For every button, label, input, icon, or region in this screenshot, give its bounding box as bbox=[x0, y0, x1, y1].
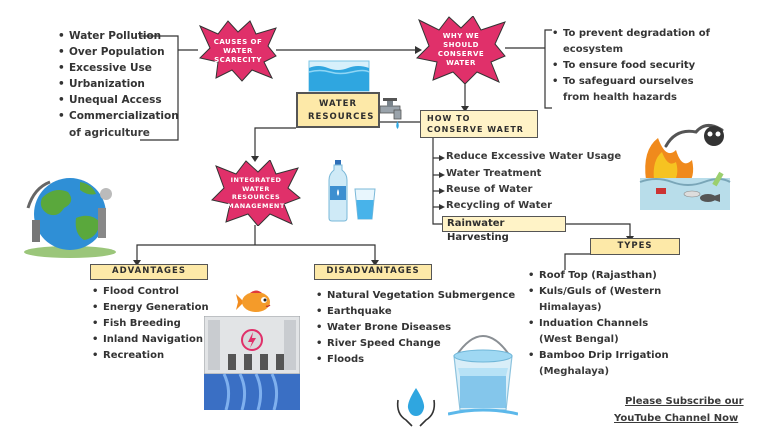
why-list: To prevent degradation of bbox=[552, 26, 710, 42]
why-list-continuation: from health hazards bbox=[563, 92, 677, 103]
how-conserve-node: HOW TO CONSERVE WAETR bbox=[420, 110, 538, 138]
types-label: TYPES bbox=[617, 241, 653, 251]
types-list-continuation: (West Bengal) bbox=[539, 334, 619, 345]
water-bottle-icon bbox=[328, 160, 348, 222]
water-drop-hands-icon bbox=[394, 386, 438, 428]
rainwater-harvesting-box: Rainwater Harvesting bbox=[442, 216, 566, 243]
how-item: Recycling of Water bbox=[446, 200, 553, 211]
pollution-icon bbox=[636, 120, 732, 212]
list-item: Floods bbox=[316, 352, 515, 368]
list-item: Flood Control bbox=[92, 284, 209, 300]
list-item: Natural Vegetation Submergence bbox=[316, 288, 515, 304]
subscribe-text-line1: Please Subscribe our bbox=[625, 396, 744, 407]
advantages-list: Flood Control Energy Generation Fish Bre… bbox=[92, 284, 209, 364]
list-item: Water Pollution bbox=[58, 28, 179, 44]
list-item: To safeguard ourselves bbox=[552, 74, 695, 90]
dam-icon bbox=[203, 315, 301, 411]
water-resources-node: WATER RESOURCES bbox=[296, 92, 380, 128]
why-conserve-node: WHY WE SHOULD CONSERVE WATER bbox=[415, 16, 507, 84]
water-tank-icon bbox=[308, 60, 370, 92]
list-item: Earthquake bbox=[316, 304, 515, 320]
starburst-shape bbox=[199, 20, 277, 82]
list-item: Recreation bbox=[92, 348, 209, 364]
rainwater-harvesting-label: Rainwater Harvesting bbox=[447, 218, 509, 243]
why-list-more: To ensure food security To safeguard our… bbox=[552, 58, 695, 90]
how-item: Reuse of Water bbox=[446, 184, 533, 195]
disadvantages-list: Natural Vegetation Submergence Earthquak… bbox=[316, 288, 515, 368]
list-item: Urbanization bbox=[58, 76, 179, 92]
water-glass-icon bbox=[354, 188, 376, 220]
water-tap-icon bbox=[378, 96, 410, 132]
types-list-more: Induation Channels bbox=[528, 316, 648, 332]
list-item: Water Brone Diseases bbox=[316, 320, 515, 336]
iwrm-label: INTEGRATED WATER RESOURCES MANAGEMENT bbox=[227, 176, 285, 210]
starburst-shape bbox=[415, 16, 506, 84]
disadvantages-node: DISADVANTAGES bbox=[314, 264, 432, 280]
list-item: Bamboo Drip Irrigation bbox=[528, 348, 669, 364]
subscribe-text-line2: YouTube Channel Now bbox=[614, 413, 739, 424]
list-item: Kuls/Guls of (Western bbox=[528, 284, 661, 300]
list-item: To prevent degradation of bbox=[552, 26, 710, 42]
how-item: Water Treatment bbox=[446, 168, 542, 179]
types-list-continuation: Himalayas) bbox=[539, 302, 602, 313]
how-item: Reduce Excessive Water Usage bbox=[446, 151, 622, 162]
water-resources-label: WATER RESOURCES bbox=[308, 99, 375, 122]
list-item: Energy Generation bbox=[92, 300, 209, 316]
types-list: Roof Top (Rajasthan) Kuls/Guls of (Weste… bbox=[528, 268, 661, 300]
disadvantages-label: DISADVANTAGES bbox=[326, 266, 420, 276]
iwrm-node: INTEGRATED WATER RESOURCES MANAGEMENT bbox=[210, 160, 302, 226]
causes-label: CAUSES OF WATER SCARECITY bbox=[213, 37, 263, 64]
why-list-continuation: ecosystem bbox=[563, 44, 623, 55]
why-conserve-label: WHY WE SHOULD CONSERVE WATER bbox=[437, 32, 485, 67]
list-item: Induation Channels bbox=[528, 316, 648, 332]
fish-icon bbox=[236, 290, 272, 314]
globe-icon bbox=[20, 168, 120, 260]
list-item: Over Population bbox=[58, 44, 179, 60]
list-item: Unequal Access bbox=[58, 92, 179, 108]
causes-list-continuation: of agriculture bbox=[69, 127, 150, 139]
types-list-more: Bamboo Drip Irrigation bbox=[528, 348, 669, 364]
how-conserve-label: HOW TO CONSERVE WAETR bbox=[427, 114, 524, 134]
list-item: Commercialization bbox=[58, 108, 179, 124]
list-item: Excessive Use bbox=[58, 60, 179, 76]
list-item: To ensure food security bbox=[552, 58, 695, 74]
types-list-continuation: (Meghalaya) bbox=[539, 366, 610, 377]
water-bucket-icon bbox=[447, 316, 519, 418]
list-item: Fish Breeding bbox=[92, 316, 209, 332]
causes-node: CAUSES OF WATER SCARECITY bbox=[198, 20, 278, 82]
list-item: Inland Navigation bbox=[92, 332, 209, 348]
causes-list: Water Pollution Over Population Excessiv… bbox=[58, 28, 179, 124]
types-node: TYPES bbox=[590, 238, 680, 255]
advantages-node: ADVANTAGES bbox=[90, 264, 208, 280]
starburst-shape bbox=[211, 160, 301, 226]
list-item: Roof Top (Rajasthan) bbox=[528, 268, 661, 284]
advantages-label: ADVANTAGES bbox=[112, 266, 186, 276]
list-item: River Speed Change bbox=[316, 336, 515, 352]
